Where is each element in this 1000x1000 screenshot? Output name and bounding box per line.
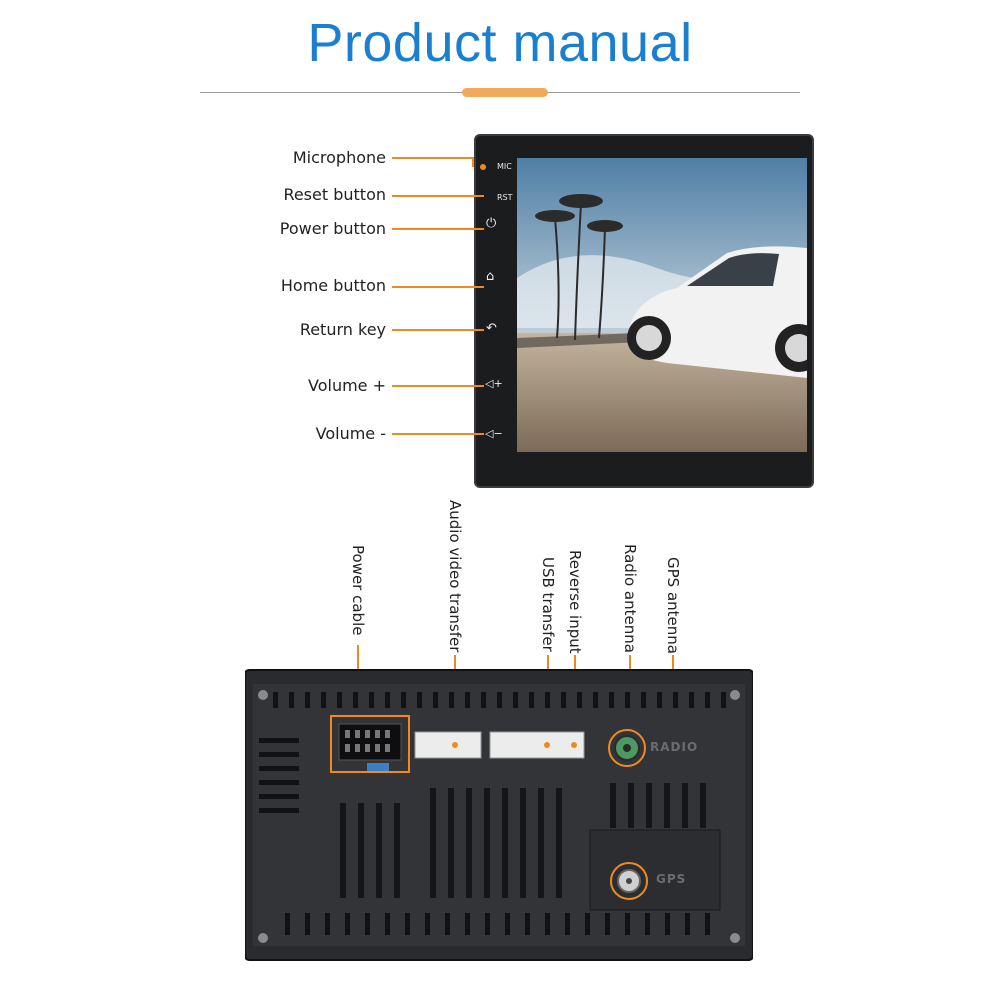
power-icon[interactable]: ⏻ (486, 216, 497, 231)
label-volume-up: Volume + (308, 376, 386, 395)
volume-down-icon[interactable]: ◁− (485, 427, 503, 440)
label-volume-down: Volume - (315, 424, 386, 443)
leader-microphone (392, 157, 474, 159)
rst-marking: RST (497, 193, 513, 202)
label-microphone: Microphone (292, 148, 386, 167)
label-return-key: Return key (299, 320, 386, 339)
return-icon[interactable]: ↶ (486, 321, 497, 336)
leader-volume-down (392, 433, 484, 435)
leader-microphone-drop (472, 157, 474, 167)
home-icon[interactable]: ⌂ (486, 269, 495, 284)
label-radio-antenna: Radio antenna (621, 544, 639, 653)
label-reverse-input: Reverse input (566, 550, 584, 654)
label-reset-button: Reset button (283, 185, 386, 204)
page-title: Product manual (307, 13, 693, 73)
leader-return (392, 329, 484, 331)
screen-photo (517, 158, 807, 452)
mic-marking: MIC (497, 162, 512, 171)
title-divider-accent (462, 88, 548, 97)
label-power-button: Power button (279, 219, 386, 238)
leader-power (392, 228, 484, 230)
leader-reset (392, 195, 484, 197)
radio-marking: RADIO (650, 740, 699, 754)
head-unit-rear (244, 668, 754, 962)
leader-home (392, 286, 484, 288)
label-home-button: Home button (280, 276, 386, 295)
label-gps-antenna: GPS antenna (664, 557, 682, 654)
microphone-point (480, 164, 486, 170)
display-screen (517, 158, 807, 452)
label-power-cable: Power cable (349, 545, 367, 636)
gps-marking: GPS (656, 872, 687, 886)
label-audio-video-transfer: Audio video transfer (446, 500, 464, 653)
label-usb-transfer: USB transfer (539, 557, 557, 652)
leader-volume-up (392, 385, 484, 387)
volume-up-icon[interactable]: ◁+ (485, 377, 503, 390)
